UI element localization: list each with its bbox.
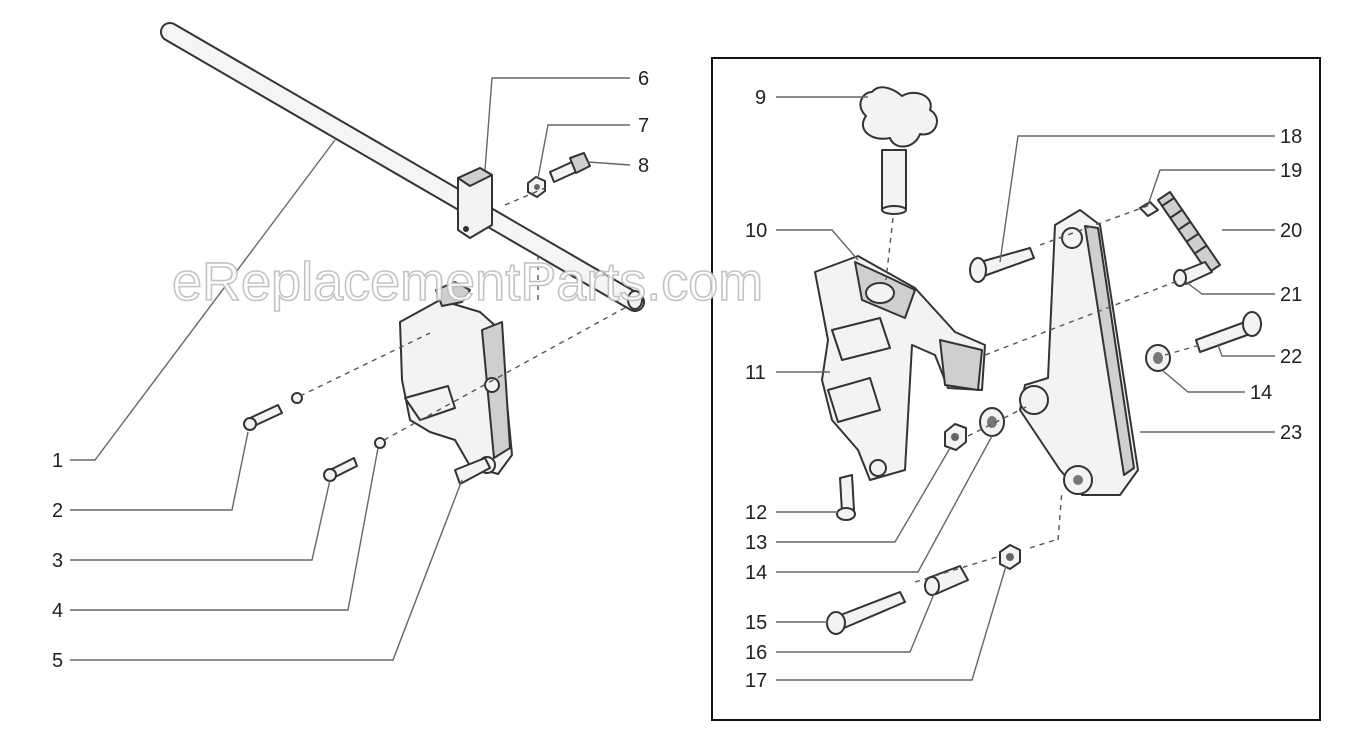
part-label: 18 xyxy=(1280,126,1302,148)
part-label: 22 xyxy=(1280,346,1302,368)
left-alignment-lines xyxy=(299,187,631,441)
bolt-part-15 xyxy=(826,591,906,635)
part-label: 16 xyxy=(745,642,767,664)
part-label: 12 xyxy=(745,502,767,524)
screw-part-3 xyxy=(323,457,358,482)
part-label: 3 xyxy=(52,550,63,572)
part-label: 15 xyxy=(745,612,767,634)
washer-left-upper xyxy=(291,392,303,404)
pin-part-18 xyxy=(969,247,1035,283)
screw-part-19 xyxy=(1139,201,1159,217)
spacer-part-16 xyxy=(924,565,969,596)
part-label: 21 xyxy=(1280,284,1302,306)
nut-part-13 xyxy=(944,423,967,451)
star-knob-part-9 xyxy=(859,86,938,215)
watermark-text: eReplacementParts.com xyxy=(172,252,763,312)
part-label: 19 xyxy=(1280,160,1302,182)
part-label: 10 xyxy=(745,220,767,242)
part-label: 2 xyxy=(52,500,63,522)
screw-part-12 xyxy=(836,474,856,521)
clamp-block-part-6 xyxy=(457,167,493,239)
bushing-part-14 xyxy=(979,407,1005,437)
right-leader-lines xyxy=(776,96,1275,681)
part-label: 7 xyxy=(638,115,649,137)
part-label: 20 xyxy=(1280,220,1302,242)
part-label: 14 xyxy=(745,562,767,584)
left-leader-lines xyxy=(70,77,631,661)
arm-part-23 xyxy=(1019,209,1139,496)
part-label: 14 xyxy=(1250,382,1272,404)
part-label: 1 xyxy=(52,450,63,472)
part-label: 13 xyxy=(745,532,767,554)
right-alignment-lines xyxy=(885,204,1201,583)
clamp-body-part-10-11 xyxy=(814,255,986,481)
part-label: 23 xyxy=(1280,422,1302,444)
part-label: 8 xyxy=(638,155,649,177)
spring-part-20 xyxy=(1157,191,1221,274)
part-label: 11 xyxy=(745,362,766,384)
bolt-part-22 xyxy=(1195,311,1262,353)
part-labels: 1 2 3 4 5 6 7 8 9 10 11 12 13 14 15 16 1… xyxy=(52,68,1302,692)
rod-part-1 xyxy=(160,22,645,312)
part-label: 6 xyxy=(638,68,649,90)
part-label: 4 xyxy=(52,600,63,622)
pin-part-21 xyxy=(1173,261,1213,287)
part-label: 5 xyxy=(52,650,63,672)
part-label: 9 xyxy=(755,87,766,109)
nut-part-17 xyxy=(999,544,1021,570)
washer-part-4 xyxy=(374,437,386,449)
part-label: 17 xyxy=(745,670,767,692)
detail-inset-frame xyxy=(711,57,1321,721)
screw-part-2 xyxy=(243,404,283,431)
bolt-part-8 xyxy=(549,152,591,183)
bracket-housing xyxy=(399,281,513,485)
bushing-part-14-upper xyxy=(1145,344,1171,372)
nut-part-7 xyxy=(527,176,546,198)
